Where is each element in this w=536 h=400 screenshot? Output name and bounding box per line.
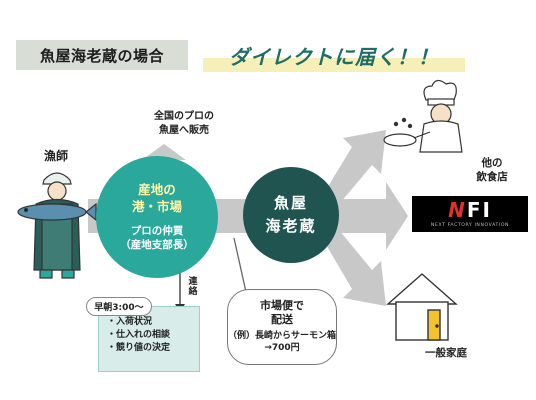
chef-illustration xyxy=(383,79,463,153)
case-label: 魚屋海老蔵の場合 xyxy=(16,40,188,70)
headline: ダイレクトに届く！！ xyxy=(229,45,439,69)
main-flow-arrow-head xyxy=(386,182,408,250)
liaison-label: 連絡 xyxy=(188,277,198,297)
nfi-tagline: NEXT FACTORY INNOVATION xyxy=(430,223,510,228)
households-label: 一般家庭 xyxy=(425,347,467,359)
nfi-logo: NFI NEXT FACTORY INNOVATION xyxy=(412,196,528,232)
arrow-to-households xyxy=(318,219,386,306)
arrow-to-restaurants xyxy=(318,130,386,215)
note-item: ・競り値の決定 xyxy=(107,343,171,354)
shipping-bubble: 市場便で 配送 （例）長崎からサーモン箱 →700円 xyxy=(227,289,337,365)
bubble-pointer xyxy=(233,237,247,293)
nfi-logo-text: FI xyxy=(466,198,492,222)
note-item: ・仕入れの相談 xyxy=(107,330,171,341)
fisher-label: 漁師 xyxy=(43,149,68,163)
restaurants-label: 他の 飲食店 xyxy=(476,157,508,184)
headline-highlight xyxy=(203,58,465,72)
house-illustration xyxy=(386,273,458,341)
morning-note: ・入荷状況 ・仕入れの相談 ・競り値の決定 xyxy=(98,306,200,372)
morning-note-tag: 早朝3:00〜 xyxy=(86,297,152,316)
fisherman-illustration xyxy=(17,172,97,279)
note-item: ・入荷状況 xyxy=(107,317,153,327)
ebizo-circle: 魚屋 海老蔵 xyxy=(243,167,339,263)
market-circle: 産地の 港・市場 プロの仲買 （産地支部長） xyxy=(96,156,218,278)
upward-branch-caption: 全国のプロの 魚屋へ販売 xyxy=(154,111,214,136)
